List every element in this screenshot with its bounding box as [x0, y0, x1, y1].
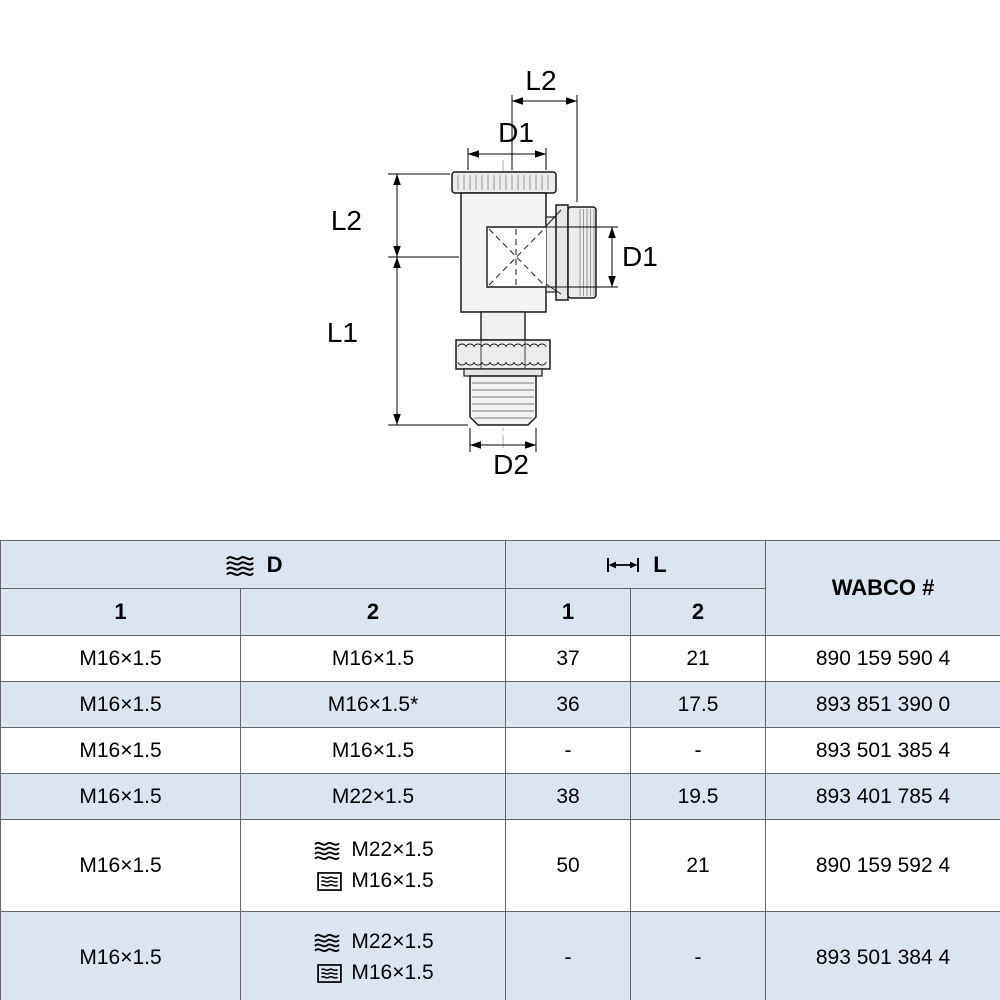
subcolumn-l2: 2: [630, 588, 767, 636]
fitting-stem: [480, 311, 526, 341]
table-row: M16×1.5 M16×1.5* 36 17.5 893 851 390 0: [0, 681, 1000, 728]
thread-icon: [314, 933, 340, 952]
cell-wabco: 893 501 384 4: [765, 911, 1000, 1000]
dim-label-left-l2: L2: [331, 205, 362, 236]
cell-d2: M22×1.5: [239, 773, 507, 820]
dim-label-top-l2: L2: [525, 65, 556, 96]
cell-wabco: 893 401 785 4: [765, 773, 1000, 820]
cell-l1: 36: [505, 681, 632, 728]
table-row: M16×1.5 M22×1.5 38 19.5 893 401 785 4: [0, 773, 1000, 820]
thread-size: M22×1.5: [351, 930, 434, 953]
cell-d2-dual: M22×1.5 M16×1.5: [239, 819, 507, 912]
cell-d1: M16×1.5: [0, 635, 241, 682]
cell-wabco: 890 159 592 4: [765, 819, 1000, 912]
fitting-bore: [486, 226, 568, 288]
table-row: M16×1.5 M16×1.5 37 21 890 159 590 4: [0, 635, 1000, 682]
column-header-l-label: L: [653, 552, 667, 578]
thread-spec-inner: M16×1.5: [317, 961, 434, 985]
spec-table: D L WABCO # 1 2 1 2 M16×1.5: [0, 540, 1000, 1000]
fitting-parts: [451, 171, 597, 426]
column-header-l: L: [505, 540, 767, 589]
thread-icon: [225, 555, 254, 576]
fitting-drawing: L2 D1 L2: [327, 65, 658, 480]
cell-d1: M16×1.5: [0, 773, 241, 820]
subcolumn-d1: 1: [0, 588, 241, 636]
fitting-threaded-stud: [469, 375, 537, 426]
cell-d1: M16×1.5: [0, 727, 241, 774]
dim-label-right-d1: D1: [622, 241, 658, 272]
cell-l1: 38: [505, 773, 632, 820]
cell-l2: 17.5: [630, 681, 767, 728]
table-row: M16×1.5 M22×1.5 M16×1.5 - -: [0, 911, 1000, 1000]
table-row: M16×1.5 M22×1.5 M16×1.5 50 21: [0, 819, 1000, 912]
dim-bottom-d2: D2: [469, 428, 537, 480]
thread-spec-inner: M16×1.5: [317, 869, 434, 893]
cell-l1: -: [505, 727, 632, 774]
table-header-row-2: 1 2 1 2: [0, 588, 1000, 636]
fitting-washer: [463, 368, 543, 377]
cell-wabco: 893 851 390 0: [765, 681, 1000, 728]
cell-d2: M16×1.5: [239, 727, 507, 774]
cell-l2: -: [630, 911, 767, 1000]
cell-d2-dual: M22×1.5 M16×1.5: [239, 911, 507, 1000]
thread-size: M16×1.5: [351, 869, 434, 892]
subcolumn-d2: 2: [239, 588, 507, 636]
cell-d1: M16×1.5: [0, 681, 241, 728]
thread-size: M22×1.5: [351, 838, 434, 861]
column-header-wabco: WABCO #: [765, 540, 1000, 636]
cell-l2: 19.5: [630, 773, 767, 820]
dim-left-l2: L2: [331, 173, 459, 258]
dim-right-d1: D1: [568, 226, 658, 288]
subcolumn-l1: 1: [505, 588, 632, 636]
fitting-lock-nut: [455, 339, 551, 370]
thread-icon: [314, 841, 340, 860]
cell-l1: -: [505, 911, 632, 1000]
table-header-row-1: D L WABCO #: [0, 540, 1000, 636]
dimension-arrow-icon: [607, 557, 640, 574]
cell-d1: M16×1.5: [0, 911, 241, 1000]
cell-l2: 21: [630, 635, 767, 682]
cell-l2: -: [630, 727, 767, 774]
thread-icon-boxed: [317, 871, 343, 891]
fitting-top-nut: [451, 171, 557, 194]
dim-label-bottom-d2: D2: [493, 449, 529, 480]
thread-spec-outer: M22×1.5: [312, 930, 434, 954]
cell-l2: 21: [630, 819, 767, 912]
dim-top-d1: D1: [467, 117, 547, 170]
dimensions: L2 D1 L2: [327, 65, 658, 480]
cell-d2: M16×1.5*: [239, 681, 507, 728]
dim-label-left-l1: L1: [327, 317, 358, 348]
dim-top-l2: L2: [511, 65, 578, 202]
cell-wabco: 893 501 385 4: [765, 727, 1000, 774]
thread-spec-outer: M22×1.5: [312, 838, 434, 862]
column-header-d-label: D: [266, 552, 283, 578]
cell-l1: 50: [505, 819, 632, 912]
cell-d1: M16×1.5: [0, 819, 241, 912]
cell-d2: M16×1.5: [239, 635, 507, 682]
cell-l1: 37: [505, 635, 632, 682]
thread-icon-boxed: [317, 963, 343, 983]
cell-wabco: 890 159 590 4: [765, 635, 1000, 682]
dim-left-l1: L1: [327, 257, 468, 426]
column-header-d: D: [0, 540, 507, 589]
thread-size: M16×1.5: [351, 961, 434, 984]
table-row: M16×1.5 M16×1.5 - - 893 501 385 4: [0, 727, 1000, 774]
dim-label-top-d1: D1: [498, 117, 534, 148]
